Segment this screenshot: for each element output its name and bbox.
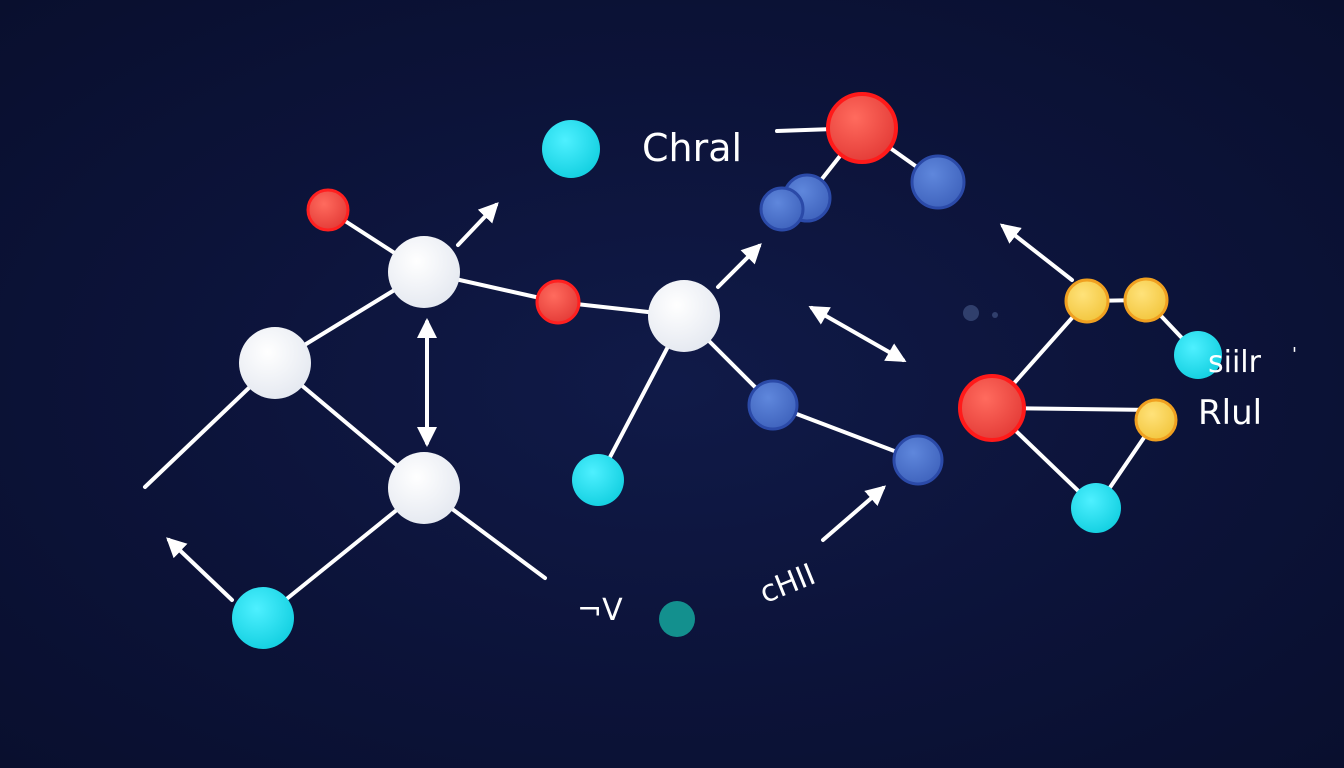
- right-bottom-label: Rlul: [1198, 393, 1262, 433]
- red-atom: [306, 188, 350, 232]
- red-atom: [958, 374, 1026, 442]
- cyan-atom: [1174, 331, 1222, 379]
- arrows: [166, 202, 1074, 602]
- yellow-atom: [1064, 278, 1110, 324]
- right-top-tick: ': [1292, 344, 1297, 365]
- cyan-atom: [232, 587, 294, 649]
- red-atom: [826, 92, 898, 164]
- cyan-atom: [1071, 483, 1121, 533]
- red-atom: [535, 279, 581, 325]
- yellow-atom: [1123, 277, 1169, 323]
- arrow: [821, 485, 887, 542]
- atoms: [232, 92, 1222, 649]
- cyan-atom: [572, 454, 624, 506]
- chiral-small-label: cHII: [755, 557, 821, 611]
- blue-atom: [759, 186, 805, 232]
- white-atom: [648, 280, 720, 352]
- arrow: [716, 243, 762, 289]
- blue-atom: [910, 154, 966, 210]
- teal-atom: [659, 601, 695, 637]
- arrow: [166, 537, 234, 602]
- yellow-atom: [1134, 398, 1178, 442]
- cyan-atom: [542, 120, 600, 178]
- faint-dot: [963, 305, 979, 321]
- arrow: [456, 202, 499, 247]
- double-arrow: [808, 306, 907, 362]
- right-top-label: siilr: [1208, 345, 1262, 380]
- glyph-label: ¬V: [577, 593, 623, 628]
- arrow: [999, 223, 1074, 282]
- white-atom: [239, 327, 311, 399]
- white-atom: [388, 452, 460, 524]
- blue-atom: [892, 434, 944, 486]
- chiral-label: Chral: [642, 126, 742, 170]
- white-atom: [388, 236, 460, 308]
- blue-atom: [747, 379, 799, 431]
- bond: [771, 403, 920, 462]
- faint-dot: [992, 312, 998, 318]
